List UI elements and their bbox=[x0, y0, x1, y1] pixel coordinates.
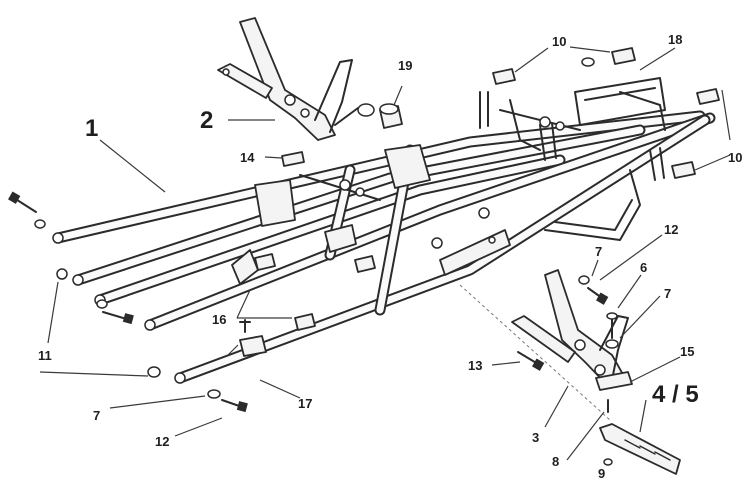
callout-12-left: 12 bbox=[155, 434, 169, 449]
callout-6: 6 bbox=[640, 260, 647, 275]
callout-3: 3 bbox=[532, 430, 539, 445]
callout-13: 13 bbox=[468, 358, 482, 373]
callout-9: 9 bbox=[598, 466, 605, 481]
callout-7-left: 7 bbox=[93, 408, 100, 423]
callout-7-right-top: 7 bbox=[595, 244, 602, 259]
right-fasteners bbox=[517, 275, 619, 413]
callout-12-right: 12 bbox=[664, 222, 678, 237]
passenger-footrest-bracket bbox=[217, 17, 375, 141]
callout-4-5: 4 / 5 bbox=[652, 381, 699, 408]
leader-lines bbox=[39, 46, 731, 461]
callout-10-right: 10 bbox=[728, 150, 742, 165]
callout-7-right-bottom: 7 bbox=[664, 286, 671, 301]
callout-14: 14 bbox=[240, 150, 255, 165]
callout-2: 2 bbox=[200, 107, 213, 134]
clips-16 bbox=[239, 253, 376, 357]
left-fasteners bbox=[8, 191, 248, 413]
rear-subframe bbox=[52, 77, 716, 384]
callout-19: 19 bbox=[398, 58, 412, 73]
bushing-19 bbox=[379, 103, 403, 129]
clip-nut-14 bbox=[281, 151, 305, 167]
callout-8: 8 bbox=[552, 454, 559, 469]
callout-15: 15 bbox=[680, 344, 694, 359]
callout-16: 16 bbox=[212, 312, 226, 327]
footrest-bracket-3 bbox=[511, 269, 633, 391]
callout-11: 11 bbox=[38, 348, 52, 363]
callout-17: 17 bbox=[298, 396, 312, 411]
callout-18: 18 bbox=[668, 32, 682, 47]
callout-1: 1 bbox=[85, 115, 98, 142]
footpeg-4-5 bbox=[599, 423, 681, 475]
callout-10-top: 10 bbox=[552, 34, 566, 49]
clip-nuts-10 bbox=[492, 47, 720, 179]
